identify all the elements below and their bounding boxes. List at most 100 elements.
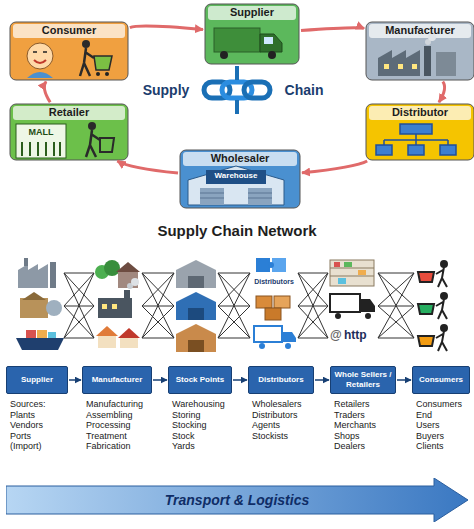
- figure-label: Warehouse: [206, 171, 266, 181]
- flow-box: Consumers: [412, 366, 470, 394]
- distribution-icons: [254, 326, 282, 342]
- warehouse-icon: [188, 166, 284, 205]
- crossing-line: [142, 306, 174, 338]
- retail-icons: [338, 278, 346, 284]
- truck-icon: [264, 37, 273, 44]
- distribution-icons: [272, 258, 286, 272]
- source-icons: [16, 258, 64, 350]
- retail-icons: [360, 299, 375, 312]
- distribution-icons: [256, 296, 272, 308]
- retail-icons: [335, 313, 341, 319]
- stage-description: Manufacturing Assembling Processing Trea…: [86, 399, 160, 452]
- figure-label: MALL: [18, 127, 64, 138]
- factory-icon: [384, 64, 389, 69]
- box-label: Retailer: [10, 104, 128, 120]
- stage-fill: [180, 150, 300, 208]
- source-icons: [20, 298, 48, 318]
- band-arrow: Transport & Logistics: [6, 478, 468, 522]
- distribution-icons: [274, 296, 290, 308]
- consumer-icon: [27, 40, 112, 78]
- crossing-line: [64, 273, 94, 274]
- crossing-line: [64, 306, 94, 338]
- box-label: Wholesaler: [180, 150, 300, 166]
- crossing-line: [378, 273, 414, 274]
- crossing-line: [64, 273, 94, 338]
- warehouse-icons: [188, 308, 204, 320]
- consumer-icon: [105, 72, 109, 76]
- flow-arrow: [233, 379, 247, 381]
- crossing-line: [64, 273, 94, 306]
- source-icons: [22, 292, 46, 300]
- truck-icon: [268, 51, 276, 59]
- flow-box: Stock Points: [168, 366, 232, 394]
- manufacturing-icons: [102, 304, 107, 309]
- factory-icon: [378, 50, 420, 76]
- consumer-icon: [96, 72, 100, 76]
- factory-icon: [378, 33, 456, 76]
- box-label: Supplier: [205, 4, 299, 20]
- network-icon: [384, 134, 448, 145]
- mall-icon: [88, 122, 96, 130]
- retail-icons: [344, 262, 352, 267]
- stage-box: Distributor: [366, 104, 474, 160]
- consumer-icon: [34, 60, 46, 63]
- network-icon: [376, 145, 392, 155]
- warehouse-icon: [200, 188, 224, 205]
- network-icon: [408, 145, 424, 155]
- stage-box: Supplier: [205, 4, 299, 64]
- crossing-line: [142, 273, 174, 306]
- manufacturing-icons: [118, 270, 138, 288]
- crossing-line: [298, 273, 328, 338]
- crossing-line: [378, 306, 414, 338]
- flow-box: Distributors: [248, 366, 314, 394]
- retail-icons: [330, 294, 360, 312]
- factory-icon: [398, 64, 403, 69]
- warehouse-icons: [188, 340, 204, 352]
- distribution-icons: [268, 262, 274, 268]
- crossing-line: [298, 306, 328, 338]
- warehouse-icon: [248, 188, 272, 205]
- source-icons: [26, 330, 36, 338]
- distribution-icons: [256, 258, 270, 272]
- stage-description: Wholesalers Distributors Agents Stockist…: [252, 399, 322, 441]
- network-icon: [376, 124, 456, 155]
- diagram-title: Supply Chain Network: [0, 222, 474, 239]
- consumer-icon: [27, 72, 53, 78]
- network-icon: [440, 145, 456, 155]
- box-label: Distributors: [258, 375, 303, 385]
- source-icons: [37, 330, 47, 338]
- consumer-icons: [418, 272, 434, 282]
- stage-box: Manufacturer: [366, 22, 474, 80]
- source-icons: [50, 262, 56, 288]
- manufacturing-icons: [116, 262, 140, 272]
- stage-fill: [10, 104, 128, 160]
- stage-box: Consumer: [10, 22, 128, 80]
- factory-icon: [424, 46, 431, 76]
- manufacturing-icons: [131, 278, 139, 286]
- cycle-arrow: [44, 82, 50, 103]
- consumer-icons: [441, 325, 447, 331]
- crossing-line: [378, 338, 414, 339]
- band-arrow-shape: [6, 478, 468, 522]
- flow-arrow: [397, 379, 411, 381]
- flow-box: Whole Sellers / Retailers: [330, 366, 396, 394]
- truck-icon: [214, 28, 260, 52]
- crossing-line: [218, 306, 250, 338]
- crossing-line: [64, 306, 94, 338]
- figure-label: Supply: [136, 83, 196, 99]
- stage-fill: [366, 22, 474, 80]
- crossing-line: [142, 273, 174, 274]
- manufacturing-icons: [124, 290, 130, 300]
- manufacturing-icons: [118, 328, 140, 338]
- consumer-icons: [436, 331, 447, 351]
- crossing-line: [298, 273, 328, 306]
- manufacturing-icons: [112, 304, 117, 309]
- consumer-icon: [27, 43, 53, 69]
- mall-icon: [16, 122, 114, 158]
- manufacturing-icons: [104, 260, 120, 276]
- crossing-line: [218, 338, 250, 339]
- stage-box: Retailer: [10, 104, 128, 160]
- cycle-arrow: [439, 82, 445, 103]
- crossing-line: [142, 273, 174, 306]
